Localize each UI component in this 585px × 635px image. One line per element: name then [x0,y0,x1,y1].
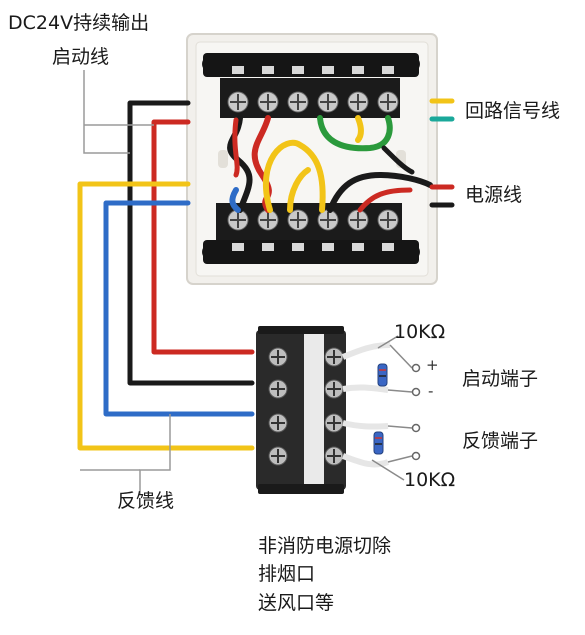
top-terminal-screws [227,91,399,113]
right-wire-swatches [429,98,455,208]
leader-lines [80,70,171,495]
note-line-3: 送风口等 [258,592,335,614]
resistor-bottom-label: 10KΩ [404,469,456,491]
plus-symbol: + [426,356,439,374]
feedback-line-label: 反馈线 [117,490,175,512]
start-terminal-minus [411,387,421,397]
start-terminal-plus [411,363,421,373]
feedback-terminal-label: 反馈端子 [462,430,539,452]
feedback-terminal-1 [411,423,421,433]
feedback-terminal-2 [411,451,421,461]
dc24v-output-label: DC24V持续输出 [8,12,150,34]
output-terminals [411,363,421,461]
loop-signal-line-label: 回路信号线 [465,100,561,122]
power-line-label: 电源线 [465,184,523,206]
relay-terminal-block [256,326,346,494]
bottom-terminal-screws [227,209,399,231]
relay-output-leads [341,335,413,481]
red-start-wire [151,119,255,355]
blue-feedback-wire [103,200,255,417]
black-start-wire [127,100,255,386]
resistor-bottom [373,431,384,455]
note-line-1: 非消防电源切除 [258,535,392,557]
resistor-top [377,363,388,387]
note-line-2: 排烟口 [258,563,316,585]
yellow-feedback-wire [77,181,255,451]
module-internal-wires [227,115,433,213]
start-line-label: 启动线 [52,46,110,68]
start-terminal-label: 启动端子 [462,368,539,390]
resistor-top-label: 10KΩ [394,321,446,343]
external-wires [77,100,255,451]
minus-symbol: - [428,382,434,400]
